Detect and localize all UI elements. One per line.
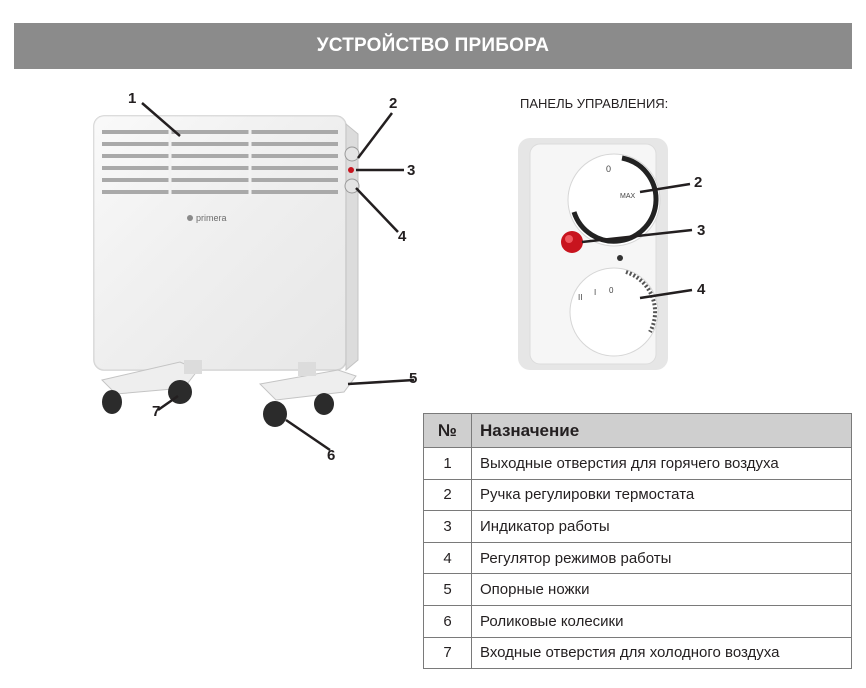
svg-text:0: 0 <box>606 164 611 174</box>
svg-text:MAX: MAX <box>620 193 636 200</box>
callout-3: 3 <box>407 162 416 179</box>
table-row: 2 Ручка регулировки термостата <box>423 478 852 512</box>
air-outlet-grille <box>102 130 338 194</box>
heater-illustration: primera <box>93 102 415 452</box>
column-header-purpose: Назначение <box>471 413 852 448</box>
panel-callout-2: 2 <box>694 174 703 191</box>
column-header-number: № <box>423 413 472 448</box>
row-description: Ручка регулировки термостата <box>471 478 852 512</box>
table-row: 7 Входные отверстия для холодного воздух… <box>423 636 852 670</box>
power-indicator-light <box>561 231 583 253</box>
row-number: 5 <box>423 573 472 606</box>
callout-7: 7 <box>152 403 161 420</box>
parts-table: № Назначение 1 Выходные отверстия для го… <box>423 413 852 670</box>
section-title: УСТРОЙСТВО ПРИБОРА <box>14 23 852 69</box>
callout-1: 1 <box>128 90 137 107</box>
row-description: Роликовые колесики <box>471 604 852 638</box>
row-description: Индикатор работы <box>471 510 852 543</box>
callout-4: 4 <box>398 228 407 245</box>
brand-logo-icon <box>187 215 193 221</box>
row-number: 1 <box>423 447 472 480</box>
row-number: 2 <box>423 478 472 512</box>
svg-text:II: II <box>578 293 582 302</box>
panel-callout-3: 3 <box>697 222 706 239</box>
row-description: Входные отверстия для холодного воздуха <box>471 636 852 670</box>
brand-name: primera <box>196 213 227 223</box>
row-description: Опорные ножки <box>471 573 852 606</box>
table-row: 4 Регулятор режимов работы <box>423 541 852 575</box>
row-number: 3 <box>423 510 472 543</box>
row-description: Регулятор режимов работы <box>471 541 852 575</box>
callout-2: 2 <box>389 95 398 112</box>
callout-6: 6 <box>327 447 336 464</box>
table-header-row: № Назначение <box>423 413 852 448</box>
control-panel-illustration: 0 MAX II I 0 <box>518 138 693 370</box>
table-row: 6 Роликовые колесики <box>423 604 852 638</box>
row-number: 7 <box>423 636 472 670</box>
table-row: 5 Опорные ножки <box>423 573 852 606</box>
table-row: 1 Выходные отверстия для горячего воздух… <box>423 447 852 480</box>
row-number: 6 <box>423 604 472 638</box>
panel-callout-4: 4 <box>697 281 706 298</box>
mode-selector-knob: II I 0 <box>569 267 659 357</box>
row-description: Выходные отверстия для горячего воздуха <box>471 447 852 480</box>
svg-text:I: I <box>594 288 596 297</box>
control-panel-label: ПАНЕЛЬ УПРАВЛЕНИЯ: <box>520 96 669 111</box>
svg-text:0: 0 <box>609 286 614 295</box>
caster-wheels <box>102 380 334 427</box>
thermostat-knob: 0 MAX <box>567 153 661 247</box>
callout-5: 5 <box>409 370 418 387</box>
table-row: 3 Индикатор работы <box>423 510 852 543</box>
row-number: 4 <box>423 541 472 575</box>
